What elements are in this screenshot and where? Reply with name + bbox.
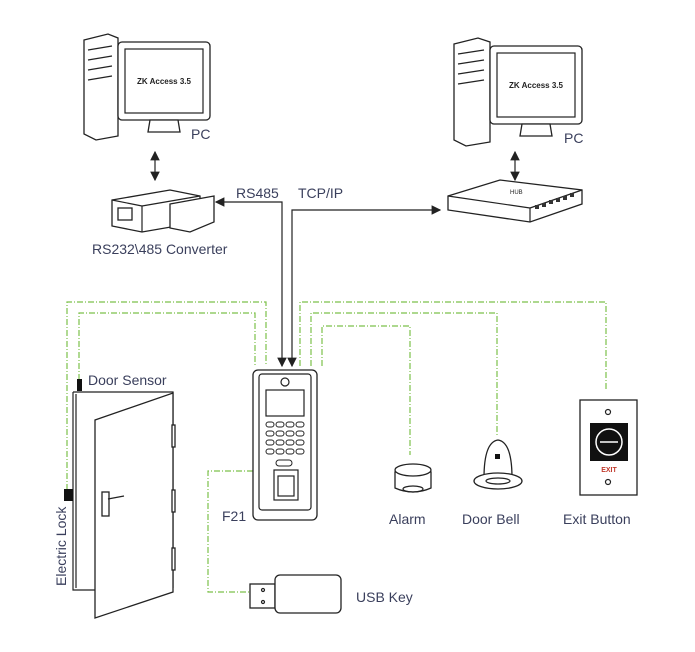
switch-label: HUB bbox=[510, 190, 523, 196]
alarm-wire bbox=[321, 325, 411, 455]
pc-label: PC bbox=[564, 130, 583, 146]
pc-left: ZK Access 3.5 PC bbox=[83, 33, 211, 142]
exit-text: EXIT bbox=[601, 467, 617, 474]
converter-label: RS232\485 Converter bbox=[92, 241, 228, 257]
electric-lock-wire bbox=[66, 301, 267, 490]
pc-screen-text: ZK Access 3.5 bbox=[509, 81, 564, 90]
usb-key-label: USB Key bbox=[356, 589, 413, 605]
door-bell-wire bbox=[310, 312, 498, 436]
monitor-icon bbox=[489, 45, 583, 137]
usb-key-icon bbox=[249, 574, 342, 614]
door-bell-label: Door Bell bbox=[462, 511, 520, 527]
computer-tower-icon bbox=[83, 33, 119, 141]
tcpip-link bbox=[287, 205, 442, 368]
door-icon bbox=[72, 391, 176, 619]
electric-lock-icon bbox=[64, 489, 73, 501]
rs485-label: RS485 bbox=[236, 185, 279, 201]
exit-button-wire bbox=[299, 301, 607, 390]
pc-screen-text: ZK Access 3.5 bbox=[137, 77, 192, 86]
exit-button-icon bbox=[579, 399, 638, 496]
door-sensor-wire bbox=[78, 312, 256, 380]
rs232-485-converter-icon bbox=[111, 189, 215, 233]
pc-right: ZK Access 3.5 PC bbox=[453, 37, 583, 147]
tcpip-label: TCP/IP bbox=[298, 185, 343, 201]
exit-button-label: Exit Button bbox=[563, 511, 631, 527]
door-sensor-icon bbox=[77, 379, 82, 391]
f21-device-icon bbox=[252, 369, 318, 521]
alarm-siren-icon bbox=[394, 463, 432, 493]
pc-label: PC bbox=[191, 126, 210, 142]
usb-key-wire bbox=[207, 470, 253, 593]
door-sensor-label: Door Sensor bbox=[88, 372, 167, 388]
rs485-link bbox=[214, 197, 287, 368]
electric-lock-label: Electric Lock bbox=[53, 506, 69, 586]
computer-tower-icon bbox=[453, 37, 491, 147]
f21-label: F21 bbox=[222, 508, 246, 524]
network-switch-icon: HUB bbox=[447, 179, 583, 223]
monitor-icon bbox=[117, 41, 211, 133]
alarm-label: Alarm bbox=[389, 511, 426, 527]
door-bell-icon bbox=[473, 439, 523, 490]
